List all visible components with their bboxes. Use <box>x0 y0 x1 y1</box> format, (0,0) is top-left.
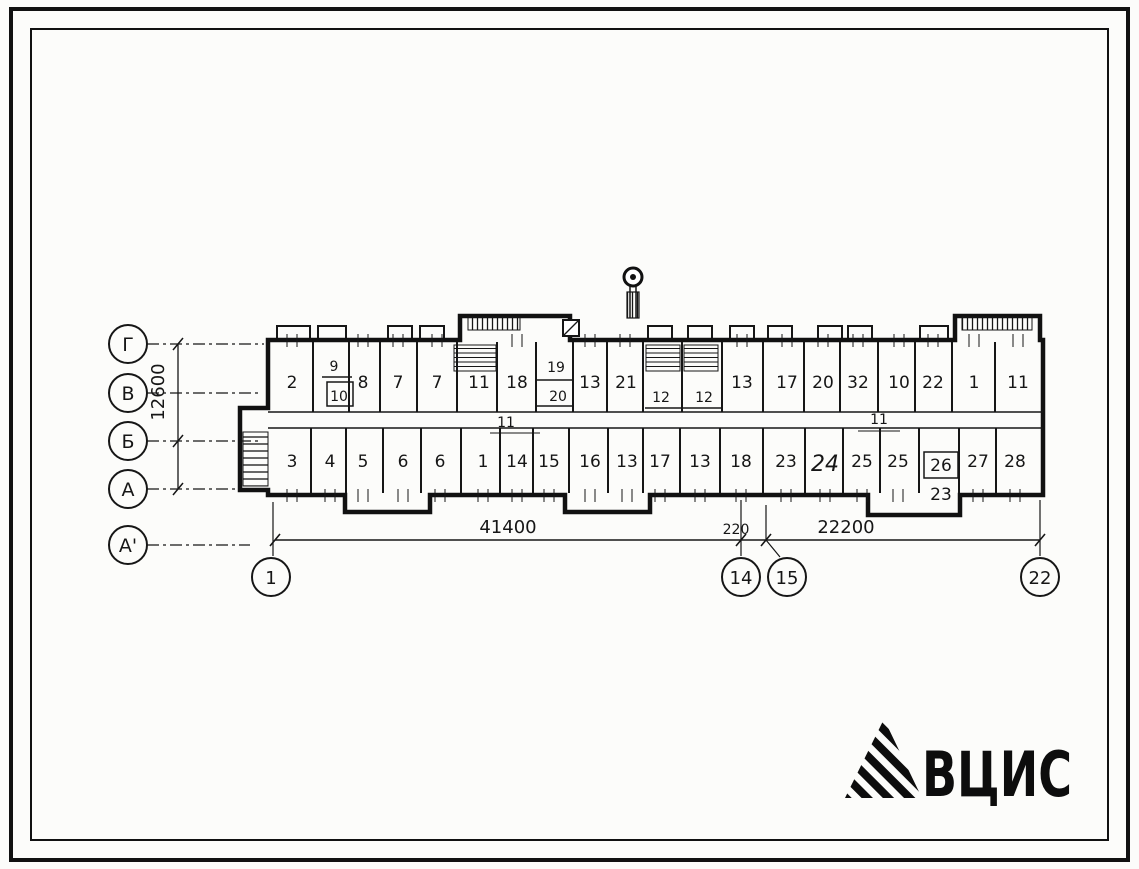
room-number: 10 <box>330 389 348 405</box>
vcis-logo-text: ВЦИС <box>922 738 1072 811</box>
building-plan: 11 11 <box>237 266 1046 518</box>
grid-bubble-22 <box>1020 557 1060 597</box>
room-number: 5 <box>358 452 369 472</box>
building-outline <box>237 313 1046 518</box>
room-number: 15 <box>538 452 560 472</box>
room-number: 23 <box>930 485 952 505</box>
room-number: 14 <box>506 452 528 472</box>
room-number: 23 <box>775 452 797 472</box>
axis-label: А' <box>119 535 137 557</box>
room-number: 25 <box>851 452 873 472</box>
axis-lines <box>147 343 264 546</box>
entrance-steps-hatch <box>242 431 269 487</box>
stair-flight-hatch <box>683 344 719 372</box>
grid-bubble-label: 22 <box>1029 568 1052 589</box>
room-number: 1 <box>969 373 980 393</box>
dimension-label: 22200 <box>817 517 874 538</box>
window-ticks-bottom <box>286 489 1021 502</box>
corridor-dim-label: 11 <box>870 412 888 428</box>
room-number: 6 <box>398 452 409 472</box>
grid-bubble-label: 14 <box>730 568 753 589</box>
inner-frame <box>30 28 1109 841</box>
corridor-walls <box>268 411 1043 429</box>
grid-bubble-label: 15 <box>776 568 799 589</box>
window-ticks-top <box>286 334 1024 347</box>
room-number: 11 <box>468 373 490 393</box>
room-number: 8 <box>358 373 369 393</box>
grid-bubble-15 <box>767 557 807 597</box>
axis-label: Б <box>121 431 134 453</box>
room-number: 18 <box>730 452 752 472</box>
subroom-lines <box>322 376 959 479</box>
vertical-dim-label: 12600 <box>148 363 169 420</box>
lower-room-numbers: 3 4 5 6 6 1 14 15 16 13 17 13 18 23 24 2… <box>287 452 1026 505</box>
room-number: 11 <box>1007 373 1029 393</box>
room-number: 16 <box>579 452 601 472</box>
room-number: 6 <box>435 452 446 472</box>
bottom-dimension-chain: 41400 220 22200 <box>269 500 1046 558</box>
room-number: 3 <box>287 452 298 472</box>
outer-frame <box>9 7 1130 862</box>
vcis-logo-icon <box>845 719 922 798</box>
grid-bubble-1 <box>251 557 291 597</box>
staircase-window-hatch <box>467 316 521 331</box>
axis-label: В <box>121 383 134 405</box>
room-number: 7 <box>432 373 443 393</box>
room-number: 20 <box>549 389 567 405</box>
room-number: 1 <box>478 452 489 472</box>
room-number: 12 <box>652 390 670 406</box>
corridor-dim-marks: 11 11 <box>490 412 900 434</box>
vertical-dimension: 12600 <box>148 337 184 496</box>
room-number: 21 <box>615 373 637 393</box>
upper-room-numbers: 2 9 10 8 7 7 11 18 19 20 13 21 12 12 13 … <box>287 359 1029 406</box>
grid-bubble-14 <box>721 557 761 597</box>
axis-bubble-v <box>108 373 148 413</box>
axis-bubble-b <box>108 421 148 461</box>
room-number: 7 <box>393 373 404 393</box>
grid-bubbles: 1 14 15 22 <box>251 557 1060 597</box>
roof-vent <box>622 266 644 319</box>
dimension-label: 41400 <box>479 517 536 538</box>
shaft-box <box>562 319 580 337</box>
room-number: 17 <box>649 452 671 472</box>
upper-partitions <box>312 342 996 412</box>
stair-flight-hatch <box>645 344 681 372</box>
vcis-logo: ВЦИС <box>845 719 1072 811</box>
lower-partitions <box>310 428 997 493</box>
grid-bubble-label: 1 <box>265 568 276 589</box>
room-number: 4 <box>325 452 336 472</box>
room-number: 10 <box>888 373 910 393</box>
room-number: 18 <box>506 373 528 393</box>
room-number: 13 <box>616 452 638 472</box>
room-number: 13 <box>579 373 601 393</box>
room-number: 2 <box>287 373 298 393</box>
dimension-label: 220 <box>723 522 750 538</box>
room-number: 28 <box>1004 452 1026 472</box>
axis-bubble-g <box>108 324 148 364</box>
axis-bubble-a1 <box>108 525 148 565</box>
room-number: 27 <box>967 452 989 472</box>
axis-bubble-a <box>108 469 148 509</box>
room-number: 13 <box>689 452 711 472</box>
axis-label: Г <box>122 334 134 356</box>
room-number: 20 <box>812 373 834 393</box>
room-number: 26 <box>930 456 952 476</box>
staircase-window-hatch <box>961 316 1033 331</box>
room-number: 19 <box>547 360 565 376</box>
room-number: 25 <box>887 452 909 472</box>
room-number: 13 <box>731 373 753 393</box>
room-number: 9 <box>330 359 339 375</box>
room-number: 12 <box>695 390 713 406</box>
room-number: 24 <box>811 452 839 477</box>
room-number: 22 <box>922 373 944 393</box>
room-number: 17 <box>776 373 798 393</box>
axis-bubbles: Г В Б А А' <box>108 324 148 565</box>
axis-label: А <box>122 479 135 501</box>
room-number: 32 <box>847 373 869 393</box>
stair-flight-hatch <box>453 344 497 372</box>
corridor-dim-label: 11 <box>497 415 515 431</box>
